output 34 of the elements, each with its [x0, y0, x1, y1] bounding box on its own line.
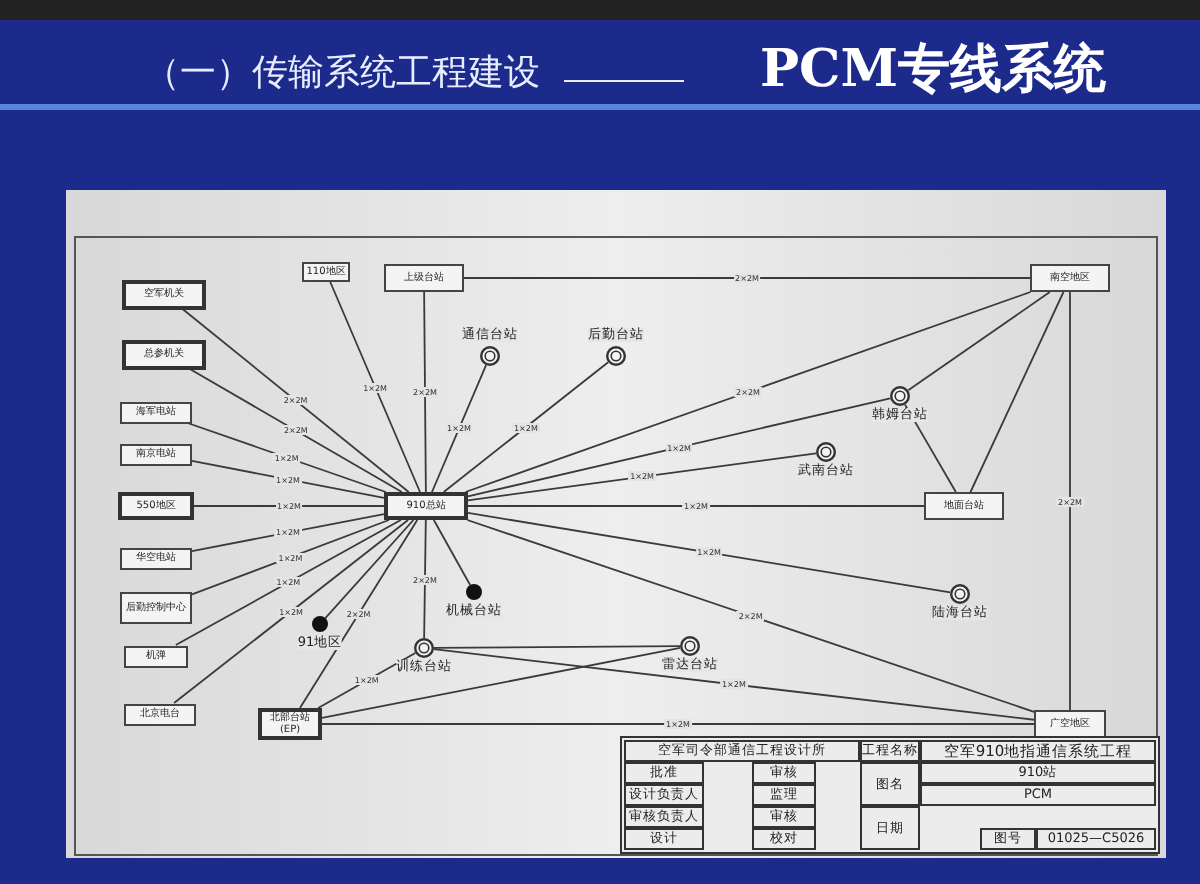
link-line	[1069, 291, 1071, 711]
section-heading: （一）传输系统工程建设	[144, 50, 540, 96]
link-line	[188, 368, 403, 493]
link-line	[321, 723, 1035, 725]
link-line	[191, 519, 390, 596]
link-line	[433, 648, 1035, 721]
link-line	[191, 513, 385, 552]
link-line	[186, 422, 387, 493]
link-line	[321, 647, 682, 719]
link-line	[193, 505, 385, 507]
link-line	[317, 652, 417, 709]
link-line	[464, 291, 1032, 493]
link-line	[173, 519, 409, 704]
link-line	[969, 291, 1065, 493]
link-line	[463, 277, 1031, 279]
link-line	[431, 364, 487, 493]
link-line	[324, 519, 415, 619]
link-line	[467, 505, 925, 507]
link-line	[181, 308, 410, 493]
link-line	[329, 281, 421, 493]
slide-title: PCM专线系统	[760, 38, 1107, 104]
link-line	[904, 403, 957, 493]
link-line	[299, 519, 419, 709]
link-line	[442, 361, 610, 493]
link-line	[423, 519, 427, 639]
link-line	[907, 291, 1051, 392]
link-line	[466, 519, 1035, 713]
link-line	[423, 291, 427, 493]
link-line	[433, 645, 681, 649]
link-line	[467, 452, 817, 502]
link-line	[467, 397, 892, 498]
link-line	[467, 512, 952, 594]
link-line	[174, 519, 402, 646]
link-line	[432, 519, 471, 586]
